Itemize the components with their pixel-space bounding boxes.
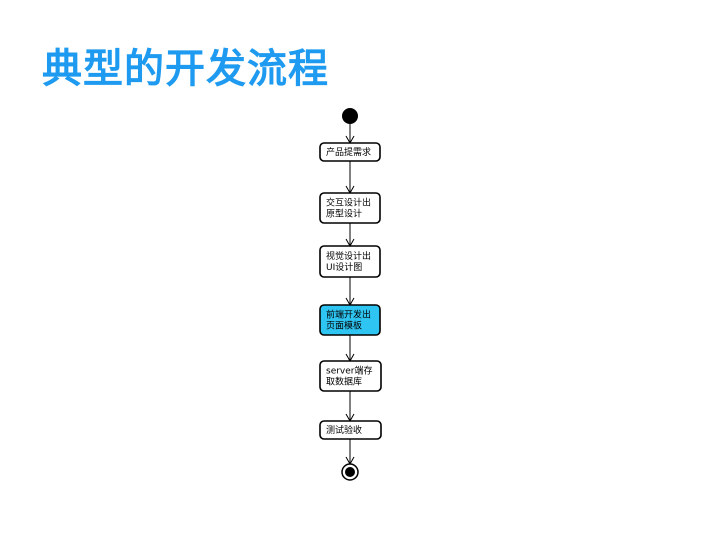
flow-node-label: 视觉设计出	[326, 250, 371, 262]
start-node	[342, 108, 358, 124]
edge-step-6-to-end	[345, 439, 355, 466]
flow-node-label: 取数据库	[326, 376, 362, 388]
end-layer	[341, 463, 359, 481]
edge-step-5-to-step-6	[345, 391, 355, 423]
flow-node-step-6: 测试验收	[319, 420, 382, 440]
slide-title: 典型的开发流程	[42, 46, 329, 92]
flow-node-step-1: 产品提需求	[319, 142, 381, 162]
nodes-layer: 产品提需求交互设计出原型设计视觉设计出UI设计图前端开发出页面模板server端…	[319, 142, 382, 440]
edge-step-3-to-step-4	[345, 277, 355, 307]
flow-node-box	[319, 142, 381, 162]
flow-node-box	[319, 420, 382, 440]
flow-node-label: 交互设计出	[326, 197, 371, 209]
flow-node-box	[319, 304, 381, 336]
start-layer	[342, 108, 358, 124]
flow-node-box	[319, 192, 381, 224]
flow-node-label: 产品提需求	[326, 146, 371, 158]
flow-node-box	[319, 245, 381, 278]
flow-node-box	[319, 360, 382, 392]
edge-start-to-step-1	[345, 124, 355, 145]
edges-layer	[345, 124, 355, 466]
edge-step-1-to-step-2	[345, 161, 355, 195]
flow-node-label: 原型设计	[326, 208, 362, 220]
flow-node-label: server端存	[326, 365, 373, 377]
edge-step-4-to-step-5	[345, 335, 355, 363]
flow-node-label: 测试验收	[326, 424, 362, 436]
flow-node-label: 前端开发出	[326, 309, 371, 321]
end-node	[341, 463, 359, 481]
edge-step-2-to-step-3	[345, 223, 355, 248]
flow-node-label: 页面模板	[326, 320, 362, 332]
flow-node-label: UI设计图	[326, 261, 362, 273]
